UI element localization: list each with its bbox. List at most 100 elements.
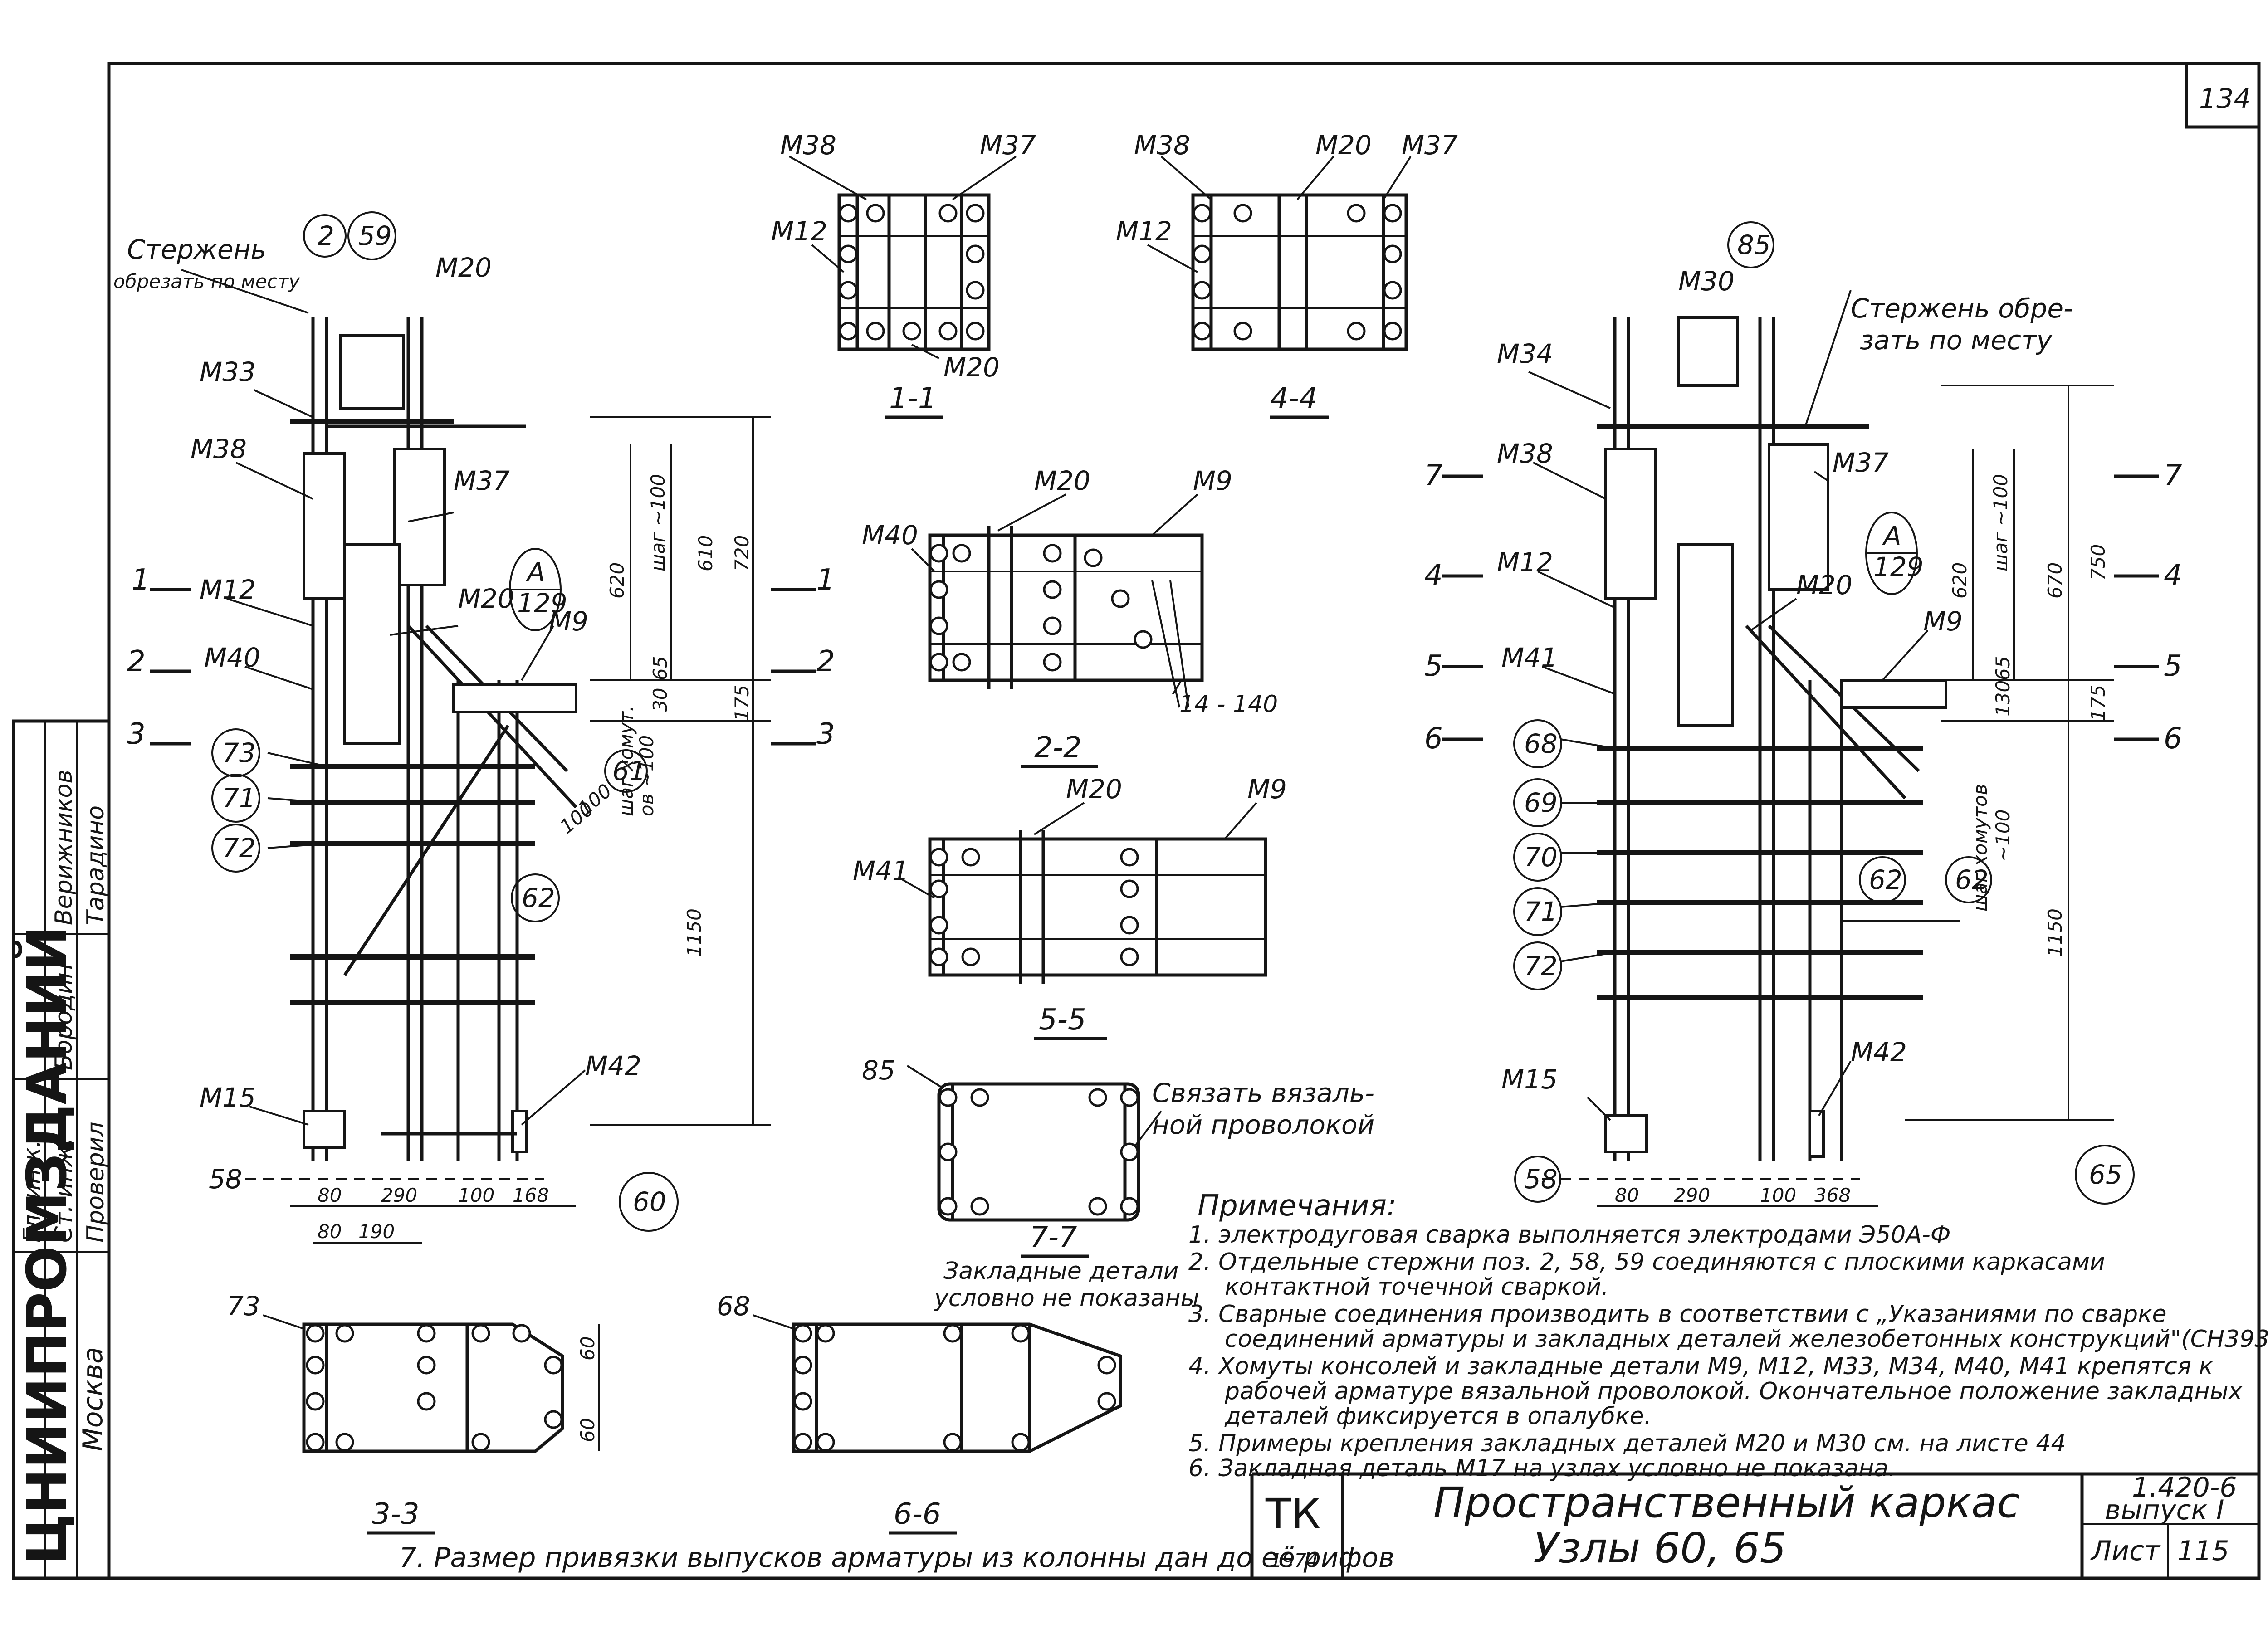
rebar-dot <box>938 1142 958 1161</box>
left-noderef-letter: A <box>525 557 545 588</box>
note-line-3: контактной точечной сваркой. <box>1225 1273 1609 1301</box>
left-label-M37: M37 <box>454 465 510 496</box>
rebar-dot <box>1233 322 1252 341</box>
rebar-dot <box>961 947 980 966</box>
right-bar-62a: 62 <box>1869 864 1902 895</box>
right-node-65: 65 <box>2089 1159 2122 1190</box>
rebar-dot <box>306 1433 325 1452</box>
right-label-M34: M34 <box>1497 338 1553 369</box>
tb-year: 1974 <box>1270 1549 1319 1571</box>
right-hdim-100: 100 <box>1760 1184 1796 1206</box>
left-section-3-b: 3 <box>816 717 835 751</box>
right-label-M37: M37 <box>1833 447 1889 478</box>
note-line-5: соединений арматуры и закладных деталей … <box>1225 1326 2268 1353</box>
left-dim-30: 30 <box>649 688 671 712</box>
s44-label-M38: M38 <box>1134 130 1190 161</box>
rebar-dot <box>929 916 948 935</box>
right-label-M41: M41 <box>1501 642 1558 673</box>
left-label-M40: M40 <box>204 642 260 673</box>
left-dim-stirrup1: шаг хомут. <box>615 706 637 817</box>
left-hdim-80: 80 <box>318 1184 342 1206</box>
tb-issue: выпуск I <box>2105 1494 2224 1526</box>
rebar-dot <box>1120 947 1139 966</box>
right-section-7-a: 7 <box>1424 459 1443 493</box>
left-section-1-a: 1 <box>132 563 150 597</box>
left-dim-stirrup2: ов ~100 <box>635 735 658 816</box>
s11-label-M20: M20 <box>943 352 1000 383</box>
section-6-6: 68 6-6 <box>717 1291 1122 1535</box>
left-bar-73: 73 <box>222 737 256 768</box>
rebar-dot <box>966 281 985 300</box>
rebar-dot <box>793 1392 812 1411</box>
rebar-dot <box>1011 1433 1030 1452</box>
s22-spacing: 7 <box>1170 676 1183 698</box>
right-dim-175: 175 <box>2087 685 2109 721</box>
left-bar-72: 72 <box>222 833 256 863</box>
s22-label-M40: M40 <box>862 520 918 551</box>
rebar-dot <box>1383 281 1402 300</box>
right-section-7-b: 7 <box>2164 459 2182 493</box>
right-bar-70: 70 <box>1524 842 1558 873</box>
note-line-6: 4. Хомуты консолей и закладные детали М9… <box>1188 1353 2213 1380</box>
rebar-dot <box>1347 322 1366 341</box>
s22-label-M9: M9 <box>1193 465 1232 496</box>
right-dim-130: 130 <box>1992 680 2014 717</box>
rebar-dot <box>306 1324 325 1343</box>
rebar-dot <box>793 1356 812 1375</box>
right-section-5-a: 5 <box>1424 649 1443 683</box>
rebar-dot <box>335 1324 354 1343</box>
left-callout-2: 2 <box>318 220 334 251</box>
note-line-1: 1. электродуговая сварка выполняется эле… <box>1188 1221 1950 1249</box>
left-rod-note-1: Стержень <box>127 234 266 265</box>
right-label-M42: M42 <box>1851 1037 1907 1068</box>
note-7: 7. Размер привязки выпусков арматуры из … <box>399 1542 1394 1574</box>
left-dim-1150: 1150 <box>683 908 705 957</box>
rebar-dot <box>1120 1088 1139 1107</box>
left-hdim-100: 100 <box>458 1184 494 1206</box>
rebar-dot <box>839 281 858 300</box>
left-section-2-b: 2 <box>816 645 835 678</box>
rebar-dot <box>1134 630 1153 649</box>
right-bar-71: 71 <box>1524 896 1558 927</box>
rebar-dot <box>417 1356 436 1375</box>
s11-label-M38: M38 <box>780 130 836 161</box>
left-section-marks <box>150 588 816 746</box>
s22-label-M20: M20 <box>1034 465 1090 496</box>
left-node-60: 60 <box>633 1186 666 1217</box>
note-line-7: рабочей арматуре вязальной проволокой. О… <box>1224 1378 2243 1405</box>
left-label-M38: M38 <box>191 434 247 464</box>
rebar-dot <box>1193 204 1212 223</box>
rebar-dot <box>1120 879 1139 898</box>
rebar-dot <box>417 1324 436 1343</box>
s55-label-M20: M20 <box>1066 774 1122 805</box>
right-callout-85: 85 <box>1737 229 1771 260</box>
right-bar-62b: 62 <box>1955 864 1989 895</box>
rebar-dot <box>1120 1142 1139 1161</box>
left-dim-620: 620 <box>606 562 628 599</box>
rebar-dot <box>1088 1197 1107 1216</box>
right-noderef-sheet: 129 <box>1873 551 1924 582</box>
rebar-dot <box>929 947 948 966</box>
notes-heading: Примечания: <box>1198 1189 1397 1223</box>
left-stamp: ЦНИИПРОМЗДАНИЙ Москва Гл. инж. Ст. инж. … <box>12 719 111 1580</box>
org-city: Москва <box>77 1347 109 1451</box>
rebar-dot <box>306 1392 325 1411</box>
rebar-dot <box>1193 244 1212 263</box>
rebar-dot <box>952 544 971 563</box>
left-label-M12: M12 <box>200 574 256 605</box>
rebar-dot <box>544 1410 563 1429</box>
sheet-number-corner: 134 <box>2199 83 2251 115</box>
rebar-dot <box>1120 916 1139 935</box>
left-hdim-80b: 80 <box>318 1220 342 1243</box>
rebar-dot <box>938 1197 958 1216</box>
rebar-dot <box>970 1197 989 1216</box>
note-line-8: деталей фиксируется в опалубке. <box>1224 1403 1652 1430</box>
rebar-dot <box>929 653 948 672</box>
right-section-5-b: 5 <box>2164 649 2182 683</box>
rebar-dot <box>929 544 948 563</box>
rebar-dot <box>839 244 858 263</box>
right-detail: Стержень обре- зать по месту 85 M30 M34 … <box>1424 221 2182 1207</box>
right-bar-69: 69 <box>1524 787 1558 818</box>
rebar-dot <box>816 1433 835 1452</box>
